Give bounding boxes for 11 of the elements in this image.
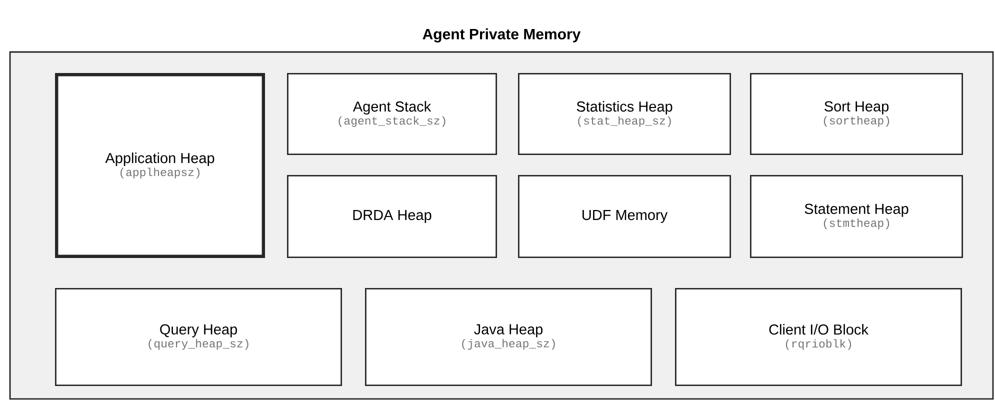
memory-box: UDF Memory bbox=[518, 175, 731, 258]
memory-box: Sort Heap (sortheap) bbox=[750, 73, 963, 155]
memory-box: Statement Heap (stmtheap) bbox=[750, 175, 963, 258]
memory-box: DRDA Heap bbox=[287, 175, 497, 258]
memory-box: Client I/O Block (rqrioblk) bbox=[675, 288, 962, 386]
memory-box: Query Heap (query_heap_sz) bbox=[55, 288, 342, 386]
frame-title: Agent Private Memory bbox=[422, 28, 581, 42]
memory-box: Agent Stack (agent_stack_sz) bbox=[287, 73, 497, 155]
memory-box: Application Heap (applheapsz) bbox=[55, 73, 266, 258]
memory-box: Statistics Heap (stat_heap_sz) bbox=[518, 73, 731, 155]
memory-box: Java Heap (java_heap_sz) bbox=[365, 288, 652, 386]
